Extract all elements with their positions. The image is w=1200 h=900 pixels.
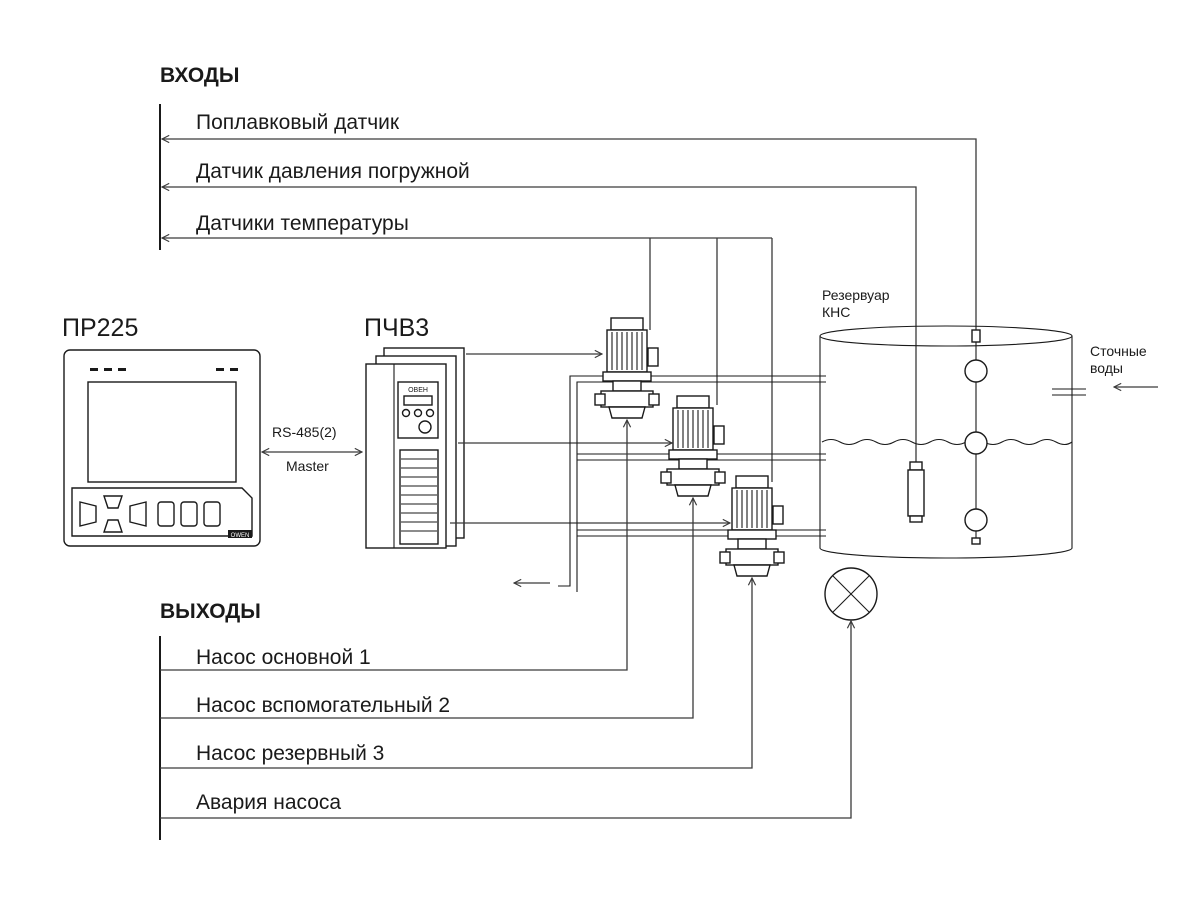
output-label-pump-alarm: Авария насоса — [196, 791, 341, 814]
wire-pump-reserve — [160, 578, 752, 769]
pressure-sensor — [907, 461, 925, 523]
controller-key-2[interactable] — [180, 501, 198, 527]
output-label-pump-main: Насос основной 1 — [196, 646, 371, 669]
drive-key-1[interactable] — [401, 408, 411, 418]
link-role: Master — [286, 458, 329, 474]
inflow-label-line1: Сточные — [1090, 343, 1147, 359]
outputs-heading: ВЫХОДЫ — [160, 600, 261, 623]
drive-knob[interactable] — [418, 420, 432, 434]
controller-key-right[interactable] — [129, 501, 147, 527]
input-label-float-sensor: Поплавковый датчик — [196, 111, 400, 134]
pump-main-1 — [594, 317, 660, 419]
controller-title: ПР225 — [62, 314, 138, 342]
drive-pchv3: ОВЕН — [365, 347, 465, 549]
controller-key-down[interactable] — [103, 519, 123, 533]
drive-vent — [399, 449, 439, 545]
inflow-label-line2: воды — [1090, 360, 1123, 376]
drive-key-2[interactable] — [413, 408, 423, 418]
wire-float-sensor — [162, 139, 977, 338]
input-label-temperature-sensors: Датчики температуры — [196, 212, 409, 235]
controller-key-left[interactable] — [79, 501, 97, 527]
wire-pump-alarm — [160, 621, 851, 819]
output-label-pump-reserve: Насос резервный 3 — [196, 742, 384, 765]
controller-screen — [87, 381, 237, 483]
tank-reservoir — [819, 325, 1086, 559]
controller-key-1[interactable] — [157, 501, 175, 527]
pump-aux-2 — [660, 395, 726, 497]
controller-brand: OWEN — [231, 533, 250, 539]
tank-label-line2: КНС — [822, 304, 850, 320]
tank-label-line1: Резервуар — [822, 287, 890, 303]
input-label-pressure-sensor: Датчик давления погружной — [196, 160, 470, 183]
controller-pr225: OWEN — [63, 349, 261, 547]
wire-pump-main — [160, 420, 627, 671]
drive-brand: ОВЕН — [408, 387, 428, 394]
wire-pump-aux — [160, 498, 693, 719]
float-switch — [964, 329, 988, 545]
controller-key-up[interactable] — [103, 495, 123, 509]
output-label-pump-aux: Насос вспомогательный 2 — [196, 694, 450, 717]
water-level — [821, 438, 1073, 446]
drive-title: ПЧВ3 — [364, 314, 429, 342]
inputs-heading: ВХОДЫ — [160, 64, 239, 87]
controller-brand-badge — [228, 530, 252, 538]
pump-reserve-3 — [719, 475, 785, 577]
drive-key-3[interactable] — [425, 408, 435, 418]
wire-pressure-sensor — [162, 187, 917, 462]
controller-key-3[interactable] — [203, 501, 221, 527]
link-protocol: RS-485(2) — [272, 424, 337, 440]
drive-display — [403, 395, 433, 406]
alarm-lamp — [824, 567, 878, 621]
